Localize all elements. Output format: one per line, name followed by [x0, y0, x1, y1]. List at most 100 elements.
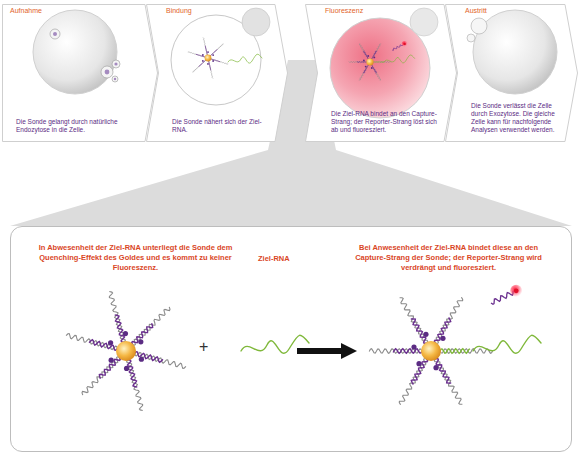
vesicle [50, 29, 60, 39]
step-panel: AufnahmeDie Sonde gelangt durch natürlic… [2, 4, 158, 142]
illustration-part [105, 70, 110, 75]
plus-sign: + [199, 338, 208, 356]
vesicle [471, 18, 487, 34]
illustration-part [210, 44, 223, 56]
illustration-part [359, 65, 369, 80]
illustration-part [411, 359, 427, 385]
illustration-part [135, 352, 163, 363]
illustration-part [411, 319, 427, 343]
detail-note: Bei Anwesenheit der Ziel-RNA bindet dies… [346, 243, 551, 272]
step-caption: Die Sonde verlässt die Zelle durch Exozy… [471, 102, 558, 135]
illustration-part [114, 78, 116, 80]
step-caption: Die Sonde nähert sich der Ziel-RNA. [172, 118, 268, 134]
illustration-part [399, 359, 426, 405]
illustration-part [127, 360, 143, 411]
step-caption: Die Sonde gelangt durch natürliche Endoz… [16, 118, 138, 134]
illustration-part [209, 61, 213, 79]
illustration-part [416, 361, 421, 366]
illustration-part [211, 59, 228, 64]
illustration-part [423, 332, 428, 337]
illustration-part [372, 51, 378, 59]
step-panel: FluoreszenzDie Ziel-RNA bindet an den Ca… [305, 4, 457, 142]
illustration-part [207, 51, 209, 53]
illustration-part [373, 56, 375, 58]
illustration-part [359, 43, 368, 59]
illustration-part [209, 61, 211, 70]
step-panel: AustrittDie Sonde verlässt die Zelle dur… [445, 4, 578, 142]
chevron-outline [446, 5, 578, 142]
illustration-part [363, 60, 365, 62]
target-rna [473, 335, 541, 353]
illustration-part [402, 41, 408, 47]
gold-nanoparticle [366, 58, 373, 65]
target-rna [228, 54, 262, 63]
illustration-part [510, 285, 522, 297]
gold-nanoparticle [205, 55, 212, 62]
illustration-part [436, 297, 463, 343]
illustration-part [434, 359, 462, 405]
step-heading: Bindung [166, 7, 192, 14]
vesicle [101, 66, 113, 78]
illustration-part [207, 63, 209, 65]
illustration-part [135, 353, 186, 369]
illustration-part [132, 323, 153, 344]
illustration-part [514, 288, 519, 293]
illustration-part [89, 340, 117, 351]
illustration-part [108, 340, 113, 345]
illustration-part [372, 65, 377, 74]
illustration-part [202, 54, 204, 56]
illustration-part [202, 60, 204, 62]
illustration-part [188, 52, 205, 57]
illustration-part [128, 360, 138, 387]
illustration-part [66, 334, 117, 350]
illustration-part [82, 357, 120, 395]
illustration-part [372, 65, 381, 81]
chevron-outline [306, 5, 457, 142]
vesicle [410, 8, 438, 36]
illustration-part [363, 65, 369, 73]
illustration-part [99, 357, 120, 378]
illustration-part [123, 331, 128, 336]
illustration-part [138, 339, 143, 344]
illustration-part [491, 291, 513, 305]
target-label: Ziel-RNA [258, 254, 290, 264]
chevron-outline [3, 5, 158, 142]
step-heading: Austritt [465, 7, 487, 14]
vesicle [112, 76, 118, 82]
gold-nanoparticle [116, 341, 136, 361]
illustration-part [199, 60, 206, 67]
illustration-part [205, 46, 207, 55]
reaction-arrow [297, 343, 357, 359]
illustration-part [132, 307, 170, 345]
illustration-part [434, 318, 450, 344]
illustration-part [372, 44, 382, 59]
cell [33, 10, 117, 94]
illustration-part [210, 49, 217, 56]
illustration-part [440, 349, 493, 354]
illustration-part [212, 60, 214, 62]
gold-nanoparticle [421, 341, 441, 361]
illustration-part [373, 61, 391, 63]
step-heading: Aufnahme [10, 7, 42, 14]
illustration-part [411, 344, 416, 349]
step-heading: Fluoreszenz [325, 7, 363, 14]
illustration-part [436, 359, 452, 383]
illustration-part [440, 349, 470, 354]
illustration-part [139, 357, 144, 362]
illustration-part [433, 365, 438, 370]
step-panel: BindungDie Sonde nähert sich der Ziel-RN… [146, 4, 288, 142]
illustration-part [392, 45, 403, 51]
vesicle [467, 34, 475, 42]
illustration-part [53, 32, 57, 36]
illustration-part [196, 54, 205, 57]
illustration-part [365, 66, 367, 68]
illustration-part [193, 60, 206, 72]
step-caption: Die Ziel-RNA bindet an den Capture-Stran… [331, 110, 437, 134]
detail-box: In Abwesenheit der Ziel-RNA unterliegt d… [10, 226, 572, 452]
illustration-part [367, 55, 369, 57]
illustration-part [115, 315, 125, 342]
illustration-part [364, 51, 369, 60]
illustration-part [114, 62, 117, 65]
chevron-outline [147, 5, 288, 142]
vesicle [112, 60, 120, 68]
